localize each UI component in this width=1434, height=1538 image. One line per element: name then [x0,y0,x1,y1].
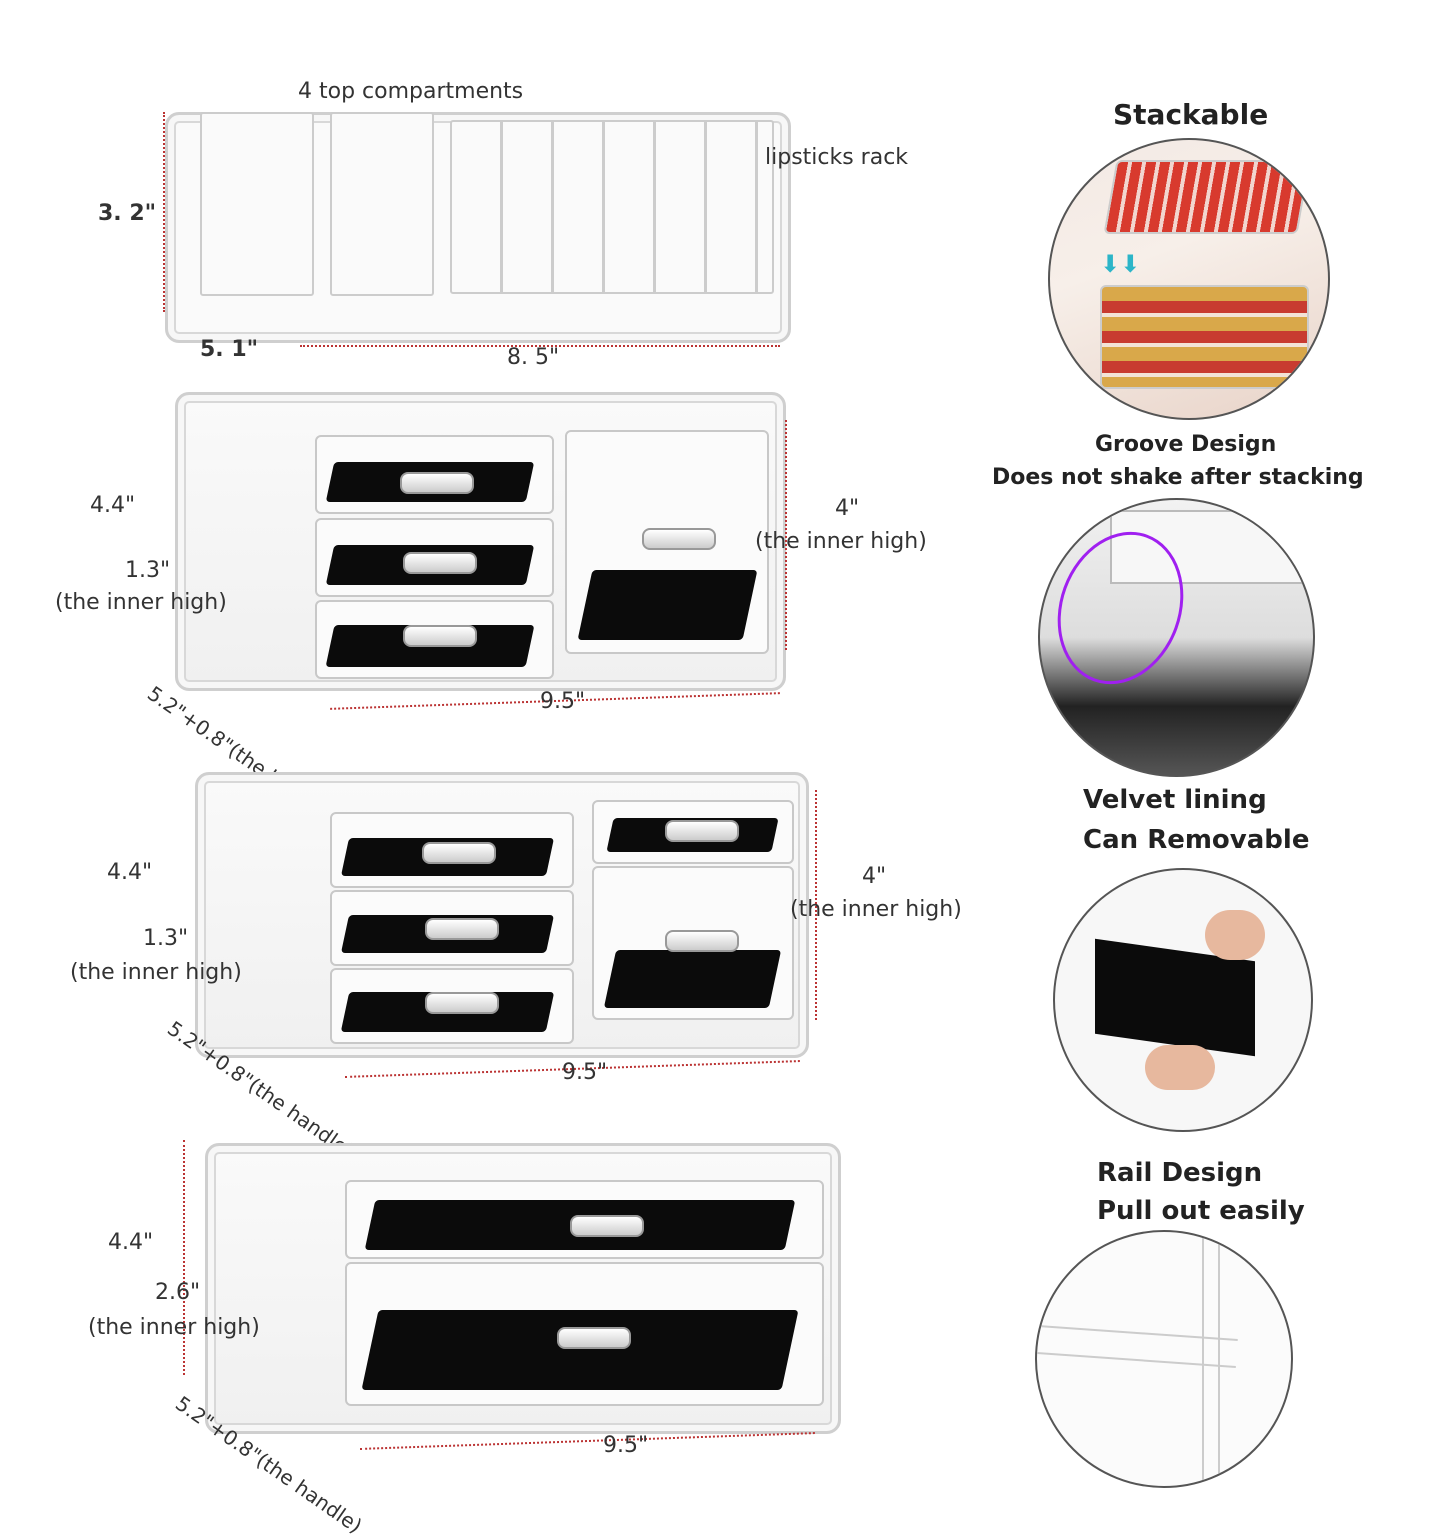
width-label: 9.5" [562,1060,608,1085]
drawer-handle [425,992,499,1014]
groove-photo [1038,498,1315,777]
drawer-handle [665,930,739,952]
lipstick-rack [450,120,774,294]
right-height-label: 4" [862,864,887,889]
drawer-handle [403,625,477,647]
dimension-line [360,1432,815,1450]
drawer-handle [400,472,474,494]
feature-title: Velvet lining [1083,785,1267,815]
right-height-label: 4" [835,496,860,521]
arrow-down-icon: ⬇⬇ [1100,250,1141,278]
width-label: 8. 5" [507,345,560,370]
drawer-handle [403,552,477,574]
feature-subtitle: Can Removable [1083,825,1310,855]
drawer-inner-note: (the inner high) [88,1315,260,1340]
drawer-height-label: 1.3" [125,558,171,583]
feature-title: Groove Design [1095,432,1277,457]
drawer-inner-note: (the inner high) [55,590,227,615]
lipsticks-rack-label: lipsticks rack [765,145,909,170]
velvet-photo [1053,868,1313,1132]
rail-photo [1035,1230,1293,1488]
right-inner-note: (the inner high) [755,529,927,554]
drawer-handle [570,1215,644,1237]
height-label: 4.4" [90,493,136,518]
compartment [330,112,434,296]
feature-title: Stackable [1113,98,1269,131]
dimension-line [815,790,817,1020]
width-label: 9.5" [540,689,586,714]
drawer-handle [557,1327,631,1349]
height-label: 3. 2" [98,201,157,226]
drawer-handle [642,528,716,550]
feature-title: Rail Design [1097,1158,1263,1188]
drawer-height-label: 1.3" [143,926,189,951]
height-label: 4.4" [108,1230,154,1255]
drawer-inner-note: (the inner high) [70,960,242,985]
height-label: 4.4" [107,860,153,885]
dimension-line [300,345,780,347]
dimension-line [183,1140,185,1375]
feature-subtitle: Does not shake after stacking [992,465,1364,490]
dimension-line [785,420,787,650]
drawer-height-label: 2.6" [155,1280,201,1305]
right-inner-note: (the inner high) [790,897,962,922]
width-label: 9.5" [603,1433,649,1458]
top-compartments-label: 4 top compartments [298,79,524,104]
velvet-lining [577,570,758,640]
dimension-line [163,112,165,312]
feature-subtitle: Pull out easily [1097,1196,1305,1226]
drawer-handle [422,842,496,864]
depth-label: 5. 1" [200,337,259,362]
compartment [200,112,314,296]
drawer-handle [665,820,739,842]
velvet-lining [361,1310,799,1390]
drawer-handle [425,918,499,940]
velvet-lining [603,950,782,1008]
stackable-photo: ⬇⬇ [1048,138,1330,420]
